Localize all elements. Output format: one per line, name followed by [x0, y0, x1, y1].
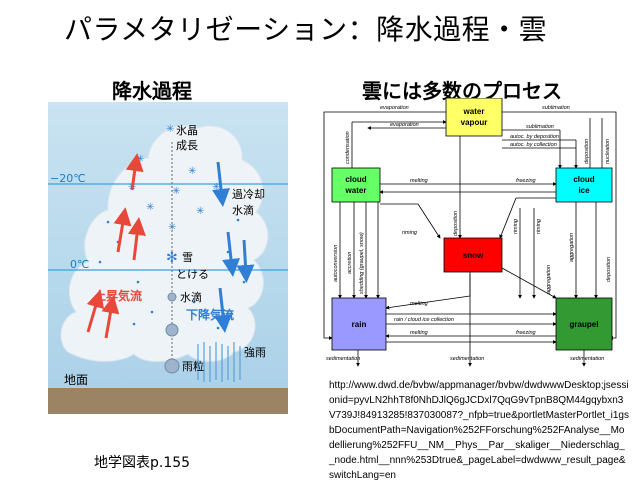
cloud-water-label-1: cloud — [345, 175, 366, 184]
heavy-rain-streaks — [197, 342, 241, 382]
melting-bottom-label: melting — [410, 330, 429, 336]
sublimation-label: sublimation — [526, 124, 554, 130]
rain-box — [331, 297, 387, 351]
cloud-ice-label-1: cloud — [573, 175, 594, 184]
shedding-label: shedding (graupel, snow) — [359, 232, 365, 294]
droplet-icon — [167, 292, 177, 302]
droplet-label: 水滴 — [180, 290, 202, 304]
svg-text:✳: ✳ — [172, 186, 180, 197]
ground-label: 地面 — [64, 373, 88, 387]
svg-text:✳: ✳ — [188, 166, 196, 177]
raindrop-icon — [164, 358, 180, 374]
svg-text:✳: ✳ — [196, 206, 204, 217]
sedimentation-left-label: sedimentation — [326, 356, 360, 362]
autoc-collection-label: autoc. by collection — [510, 142, 557, 148]
freezing-bottom-label: freezing — [516, 330, 537, 336]
riming-mid-label: riming — [402, 230, 418, 236]
svg-text:✳: ✳ — [146, 202, 154, 213]
downdraft-label: 下降気流 — [186, 307, 234, 322]
source-url[interactable]: http://www.dwd.de/bvbw/appmanager/bvbw/d… — [329, 380, 629, 481]
condensation-label: condensation — [345, 131, 351, 164]
melting-lower-label: melting — [410, 301, 429, 307]
updraft-arrows — [86, 153, 146, 339]
deposition-lower-label: deposition — [606, 257, 612, 282]
svg-text:✳: ✳ — [166, 124, 174, 135]
cloud-water-label-2: water — [345, 186, 367, 195]
precipitation-figure: 地面 −20℃ 0℃ ✳✳✳ ✳✳✳ ✳✳✳ 氷晶 成長 過冷却 水滴 ✻ 雪 … — [48, 102, 288, 414]
ice-crystal-label: 氷晶 — [176, 124, 198, 137]
large-droplet-icon — [165, 323, 179, 337]
water-vapour-label-1: water — [463, 107, 485, 116]
cloud-ice-box — [555, 167, 613, 203]
svg-text:✳: ✳ — [212, 182, 220, 193]
autoc-deposition-label: autoc. by deposition — [510, 134, 559, 140]
melting-label: とける — [176, 268, 209, 281]
cloud-water-box — [331, 167, 381, 203]
riming-left-label: riming — [513, 218, 519, 234]
riming-right-label: riming — [536, 218, 542, 234]
snow-box-label: snow — [463, 251, 484, 260]
water-vapour-box — [445, 98, 503, 137]
graupel-box — [555, 297, 613, 351]
downdraft-arrows — [212, 161, 255, 333]
sublimation-top-label: sublimation — [542, 105, 570, 111]
cloud-ice-label-2: ice — [578, 186, 590, 195]
process-diagram: water vapour cloud water cloud ice snow … — [323, 98, 617, 367]
growth-label: 成長 — [176, 139, 198, 152]
rain-box-label: rain — [352, 320, 367, 329]
aggregation-upper-label: aggregation — [569, 233, 575, 262]
nucleation-label: nucleation — [605, 139, 611, 164]
textbook-citation: 地学図表p.155 — [94, 455, 191, 471]
supercooled-label: 過冷却 — [232, 188, 265, 201]
aggregation-lower-label: aggregation — [546, 265, 552, 294]
zero-label: 0℃ — [70, 258, 89, 271]
process-arrows — [323, 111, 617, 367]
deposition-mid-label: deposition — [453, 211, 459, 236]
water-vapour-label-2: vapour — [461, 118, 488, 127]
heavy-rain-label: 強雨 — [244, 346, 266, 359]
accretion-label: accretion — [347, 252, 353, 274]
snow-box — [443, 237, 503, 273]
freezing-upper-label: freezing — [516, 178, 537, 184]
slide-title: パラメタリゼーション：降水過程・雲 — [64, 13, 548, 46]
left-heading: 降水過程 — [112, 79, 192, 103]
snowflake-icon: ✻ — [166, 250, 178, 266]
raindrop-label: 雨粒 — [182, 359, 204, 373]
graupel-box-label: graupel — [570, 320, 599, 329]
minus20-label: −20℃ — [50, 172, 86, 185]
water-droplets-label: 水滴 — [232, 203, 254, 217]
sedimentation-mid-label: sedimentation — [450, 356, 484, 362]
rain-ice-collection-label: rain / cloud ice collection — [394, 317, 454, 323]
sedimentation-right-label: sedimentation — [570, 356, 604, 362]
deposition-right-label: deposition — [584, 139, 590, 164]
evaporation-top-label: evaporation — [380, 105, 409, 111]
updraft-label: 上昇気流 — [94, 288, 142, 303]
evaporation-label: evaporation — [390, 122, 419, 128]
snow-label: 雪 — [182, 251, 193, 264]
autoconversion-label: autoconversion — [333, 245, 339, 282]
melting-upper-label: melting — [410, 178, 429, 184]
ground-band — [48, 388, 288, 414]
